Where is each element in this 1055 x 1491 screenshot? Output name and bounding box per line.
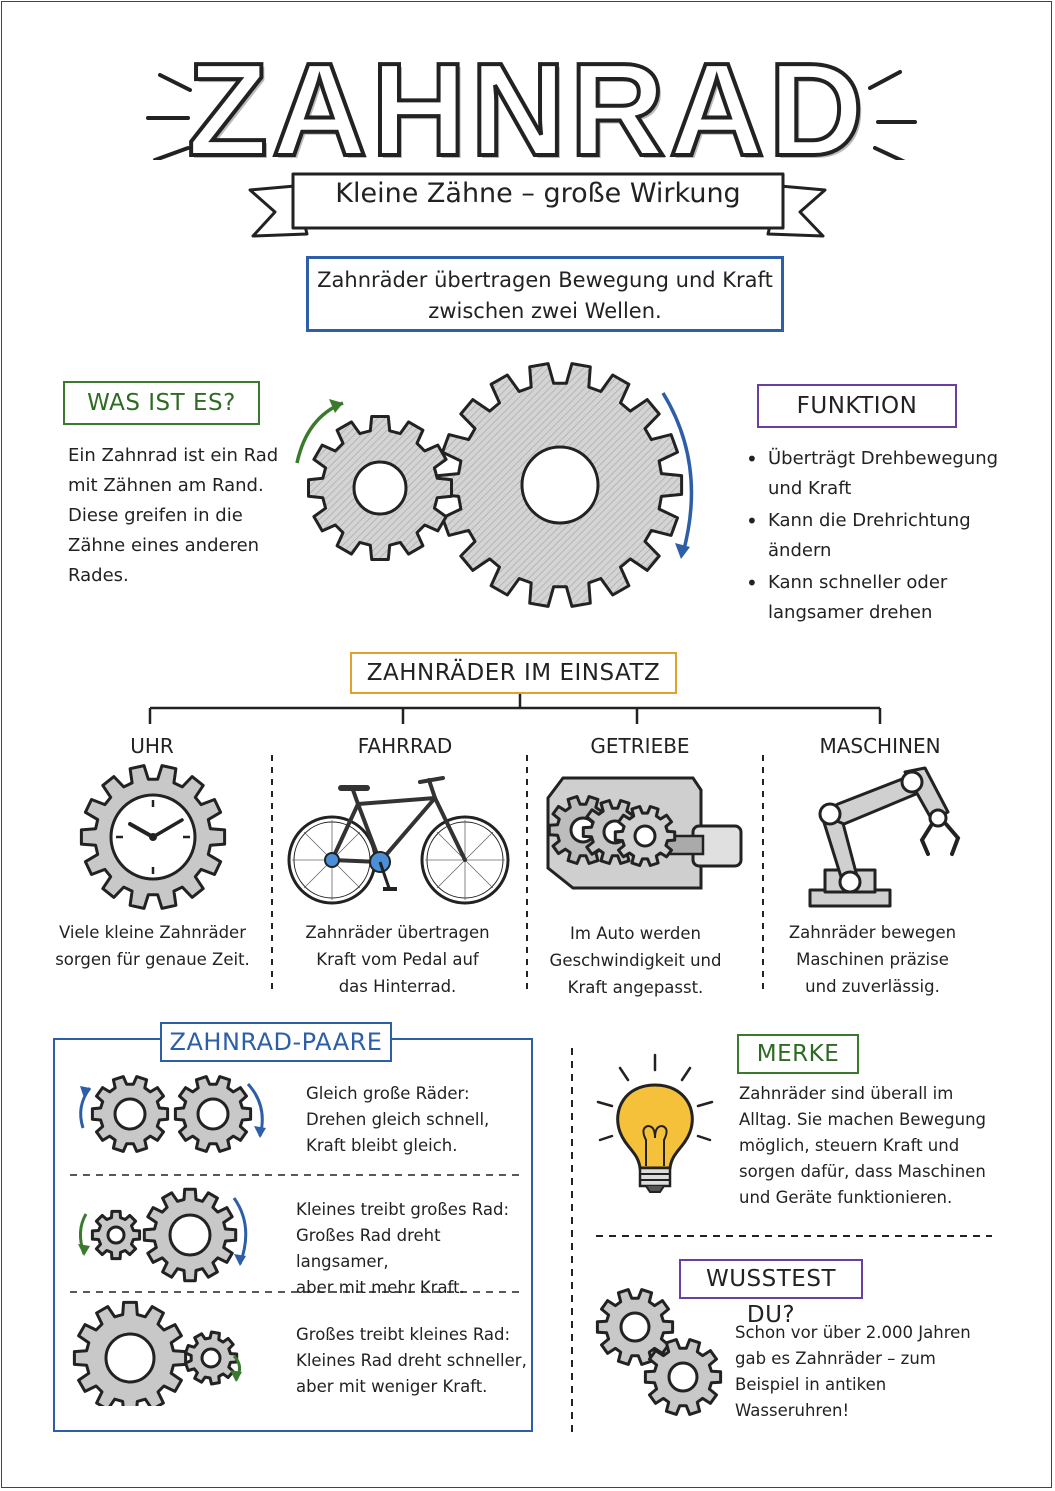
paare-heading: ZAHNRAD-PAARE bbox=[160, 1022, 392, 1062]
einsatz-line: Maschinen präzise bbox=[796, 950, 949, 969]
funktion-item-line: langsamer drehen bbox=[768, 602, 933, 623]
intro-line-2: zwischen zwei Wellen. bbox=[428, 299, 662, 323]
einsatz-text-getriebe: Im Auto werden Geschwindigkeit und Kraft… bbox=[528, 920, 743, 1001]
einsatz-text-maschinen: Zahnräder bewegen Maschinen präzise und … bbox=[765, 919, 980, 1000]
wusstest-line: Wasseruhren! bbox=[735, 1401, 850, 1420]
funktion-item-line: und Kraft bbox=[768, 478, 852, 499]
einsatz-line: Kraft vom Pedal auf bbox=[316, 950, 479, 969]
merke-line: sorgen dafür, dass Maschinen bbox=[739, 1162, 986, 1181]
funktion-item-line: ändern bbox=[768, 540, 832, 561]
subtitle: Kleine Zähne – große Wirkung bbox=[335, 178, 741, 209]
merke-line: Alltag. Sie machen Bewegung bbox=[739, 1110, 987, 1129]
einsatz-line: Zahnräder bewegen bbox=[788, 923, 957, 942]
rotate-arrow-blue-icon bbox=[661, 392, 694, 554]
paare-text-3: Großes treibt kleines Rad: Kleines Rad d… bbox=[296, 1322, 528, 1400]
paare-line: Drehen gleich schnell, bbox=[306, 1110, 490, 1129]
einsatz-title-uhr: UHR bbox=[130, 734, 174, 758]
was-ist-es-line: Rades. bbox=[68, 565, 129, 586]
paare-text-1: Gleich große Räder: Drehen gleich schnel… bbox=[306, 1081, 526, 1159]
paare-line: Kleines Rad dreht schneller, bbox=[296, 1351, 527, 1370]
funktion-item-line: Kann die Drehrichtung bbox=[768, 510, 971, 531]
gearbox-icon bbox=[546, 776, 743, 890]
einsatz-line: Kraft angepasst. bbox=[567, 978, 704, 997]
merke-heading: MERKE bbox=[737, 1034, 859, 1074]
clock-gear-icon bbox=[79, 764, 227, 910]
einsatz-line: sorgen für genaue Zeit. bbox=[55, 950, 250, 969]
paare-text-2: Kleines treibt großes Rad: Großes Rad dr… bbox=[296, 1197, 528, 1301]
intro-box: Zahnräder übertragen Bewegung und Kraft … bbox=[306, 256, 784, 332]
small-gear-icon bbox=[307, 415, 453, 561]
funktion-item-line: Überträgt Drehbewegung bbox=[768, 448, 999, 469]
wusstest-heading: WUSSTEST DU? bbox=[679, 1259, 863, 1328]
paare-line: aber mit weniger Kraft. bbox=[296, 1377, 488, 1396]
funktion-item: Kann die Drehrichtung ändern bbox=[746, 506, 1026, 566]
einsatz-line: Zahnräder übertragen bbox=[305, 923, 490, 942]
einsatz-line: Viele kleine Zahnräder bbox=[58, 923, 246, 942]
einsatz-line: und zuverlässig. bbox=[805, 977, 940, 996]
was-ist-es-heading: WAS IST ES? bbox=[63, 381, 260, 425]
merke-line: möglich, steuern Kraft und bbox=[739, 1136, 960, 1155]
einsatz-title-maschinen: MASCHINEN bbox=[819, 734, 941, 758]
merke-line: und Geräte funktionieren. bbox=[739, 1188, 953, 1207]
large-gear-icon bbox=[436, 362, 684, 608]
was-ist-es-line: mit Zähnen am Rand. bbox=[68, 475, 264, 496]
wusstest-line: Beispiel in antiken bbox=[735, 1375, 887, 1394]
twin-gears-icon bbox=[595, 1288, 723, 1416]
einsatz-text-uhr: Viele kleine Zahnräder sorgen für genaue… bbox=[45, 919, 260, 973]
einsatz-title-fahrrad: FAHRRAD bbox=[357, 734, 453, 758]
merke-line: Zahnräder sind überall im bbox=[739, 1084, 954, 1103]
wusstest-line: gab es Zahnräder – zum bbox=[735, 1349, 936, 1368]
arrowhead-green-icon bbox=[329, 399, 343, 413]
page-title: ZAHNRAD bbox=[185, 36, 868, 183]
einsatz-line: Im Auto werden bbox=[570, 924, 701, 943]
intro-line-1: Zahnräder übertragen Bewegung und Kraft bbox=[317, 268, 773, 292]
paare-illustrations bbox=[70, 1075, 520, 1406]
einsatz-title-getriebe: GETRIEBE bbox=[590, 734, 690, 758]
paare-line: Großes treibt kleines Rad: bbox=[296, 1325, 511, 1344]
was-ist-es-text: Ein Zahnrad ist ein Rad mit Zähnen am Ra… bbox=[68, 441, 298, 591]
right-dividers bbox=[571, 1048, 992, 1432]
funktion-item: Überträgt Drehbewegung und Kraft bbox=[746, 444, 1026, 504]
wusstest-text: Schon vor über 2.000 Jahren gab es Zahnr… bbox=[735, 1320, 1005, 1424]
funktion-item: Kann schneller oder langsamer drehen bbox=[746, 568, 1026, 628]
was-ist-es-line: Diese greifen in die bbox=[68, 505, 243, 526]
wusstest-line: Schon vor über 2.000 Jahren bbox=[735, 1323, 971, 1342]
main-gears-illustration bbox=[295, 362, 694, 608]
funktion-item-line: Kann schneller oder bbox=[768, 572, 948, 593]
title-sparkles bbox=[146, 70, 917, 160]
bicycle-icon bbox=[287, 776, 510, 905]
arrowhead-blue-icon bbox=[675, 543, 690, 559]
paare-line: Gleich große Räder: bbox=[306, 1084, 470, 1103]
funktion-list: Überträgt Drehbewegung und Kraft Kann die… bbox=[746, 444, 1026, 630]
einsatz-dividers bbox=[271, 755, 764, 990]
subtitle-banner bbox=[248, 172, 827, 238]
merke-text: Zahnräder sind überall im Alltag. Sie ma… bbox=[739, 1081, 1009, 1211]
paare-line: aber mit mehr Kraft. bbox=[296, 1278, 465, 1297]
paare-line: Kleines treibt großes Rad: bbox=[296, 1200, 510, 1219]
einsatz-text-fahrrad: Zahnräder übertragen Kraft vom Pedal auf… bbox=[290, 919, 505, 1000]
robot-arm-icon bbox=[808, 766, 961, 908]
was-ist-es-line: Ein Zahnrad ist ein Rad bbox=[68, 445, 279, 466]
einsatz-tree-lines bbox=[148, 694, 882, 724]
was-ist-es-line: Zähne eines anderen bbox=[68, 535, 260, 556]
einsatz-line: das Hinterrad. bbox=[338, 977, 457, 996]
funktion-heading: FUNKTION bbox=[757, 384, 957, 428]
einsatz-heading: ZAHNRÄDER IM EINSATZ bbox=[350, 652, 677, 694]
paare-line: Großes Rad dreht langsamer, bbox=[296, 1226, 441, 1271]
lightbulb-icon bbox=[596, 1053, 714, 1193]
paare-line: Kraft bleibt gleich. bbox=[306, 1136, 458, 1155]
einsatz-line: Geschwindigkeit und bbox=[549, 951, 722, 970]
